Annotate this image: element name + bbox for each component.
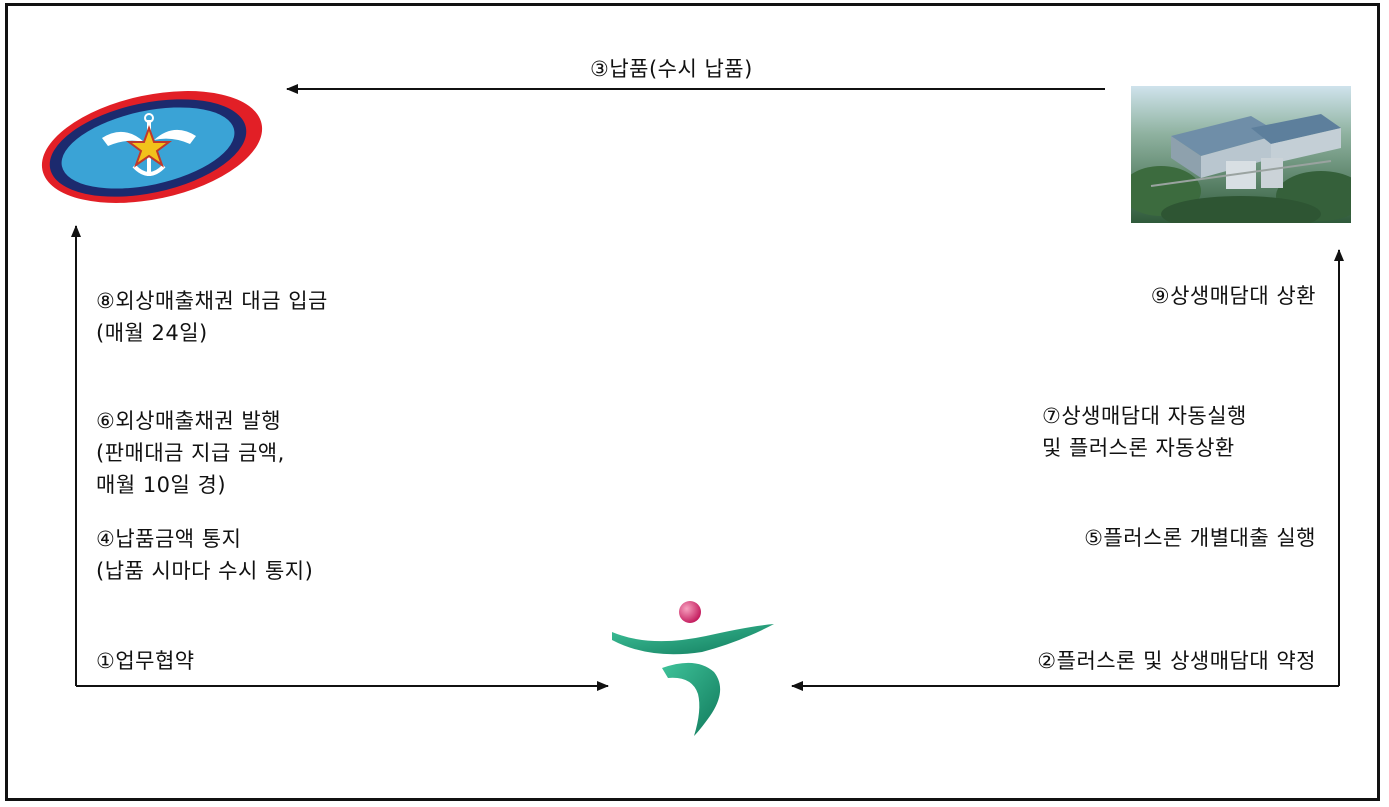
step-3-label: ③납품(수시 납품) (590, 57, 753, 81)
step-4-line-2: (납품 시마다 수시 통지) (96, 559, 314, 583)
step-6-line-2: (판매대금 지급 금액, (96, 441, 285, 465)
step-9-label: ⑨상생매담대 상환 (1150, 284, 1316, 308)
step-8-label: ⑧외상매출채권 대금 입금 (매월 24일) (96, 285, 328, 349)
step-6-label: ⑥외상매출채권 발행 (판매대금 지급 금액, 매월 10일 경) (96, 405, 285, 501)
step-8-line-1: ⑧외상매출채권 대금 입금 (96, 289, 328, 313)
factory-aerial-photo (1131, 86, 1351, 223)
step-1-label: ①업무협약 (96, 649, 195, 673)
step-7-line-1: ⑦상생매담대 자동실행 (1042, 404, 1247, 428)
step-4-label: ④납품금액 통지 (납품 시마다 수시 통지) (96, 523, 313, 587)
step-8-line-2: (매월 24일) (96, 321, 208, 345)
step-2-label: ②플러스론 및 상생매담대 약정 (1037, 649, 1316, 673)
step-7-label: ⑦상생매담대 자동실행 및 플러스론 자동상환 (1042, 400, 1247, 464)
step-7-line-2: 및 플러스론 자동상환 (1042, 436, 1235, 460)
step-5-label: ⑤플러스론 개별대출 실행 (1084, 526, 1316, 550)
step-6-line-3: 매월 10일 경) (96, 473, 227, 497)
step-4-line-1: ④납품금액 통지 (96, 527, 242, 551)
bank-logo-icon (612, 601, 774, 736)
military-emblem-icon (41, 91, 263, 203)
step-6-line-1: ⑥외상매출채권 발행 (96, 409, 282, 433)
